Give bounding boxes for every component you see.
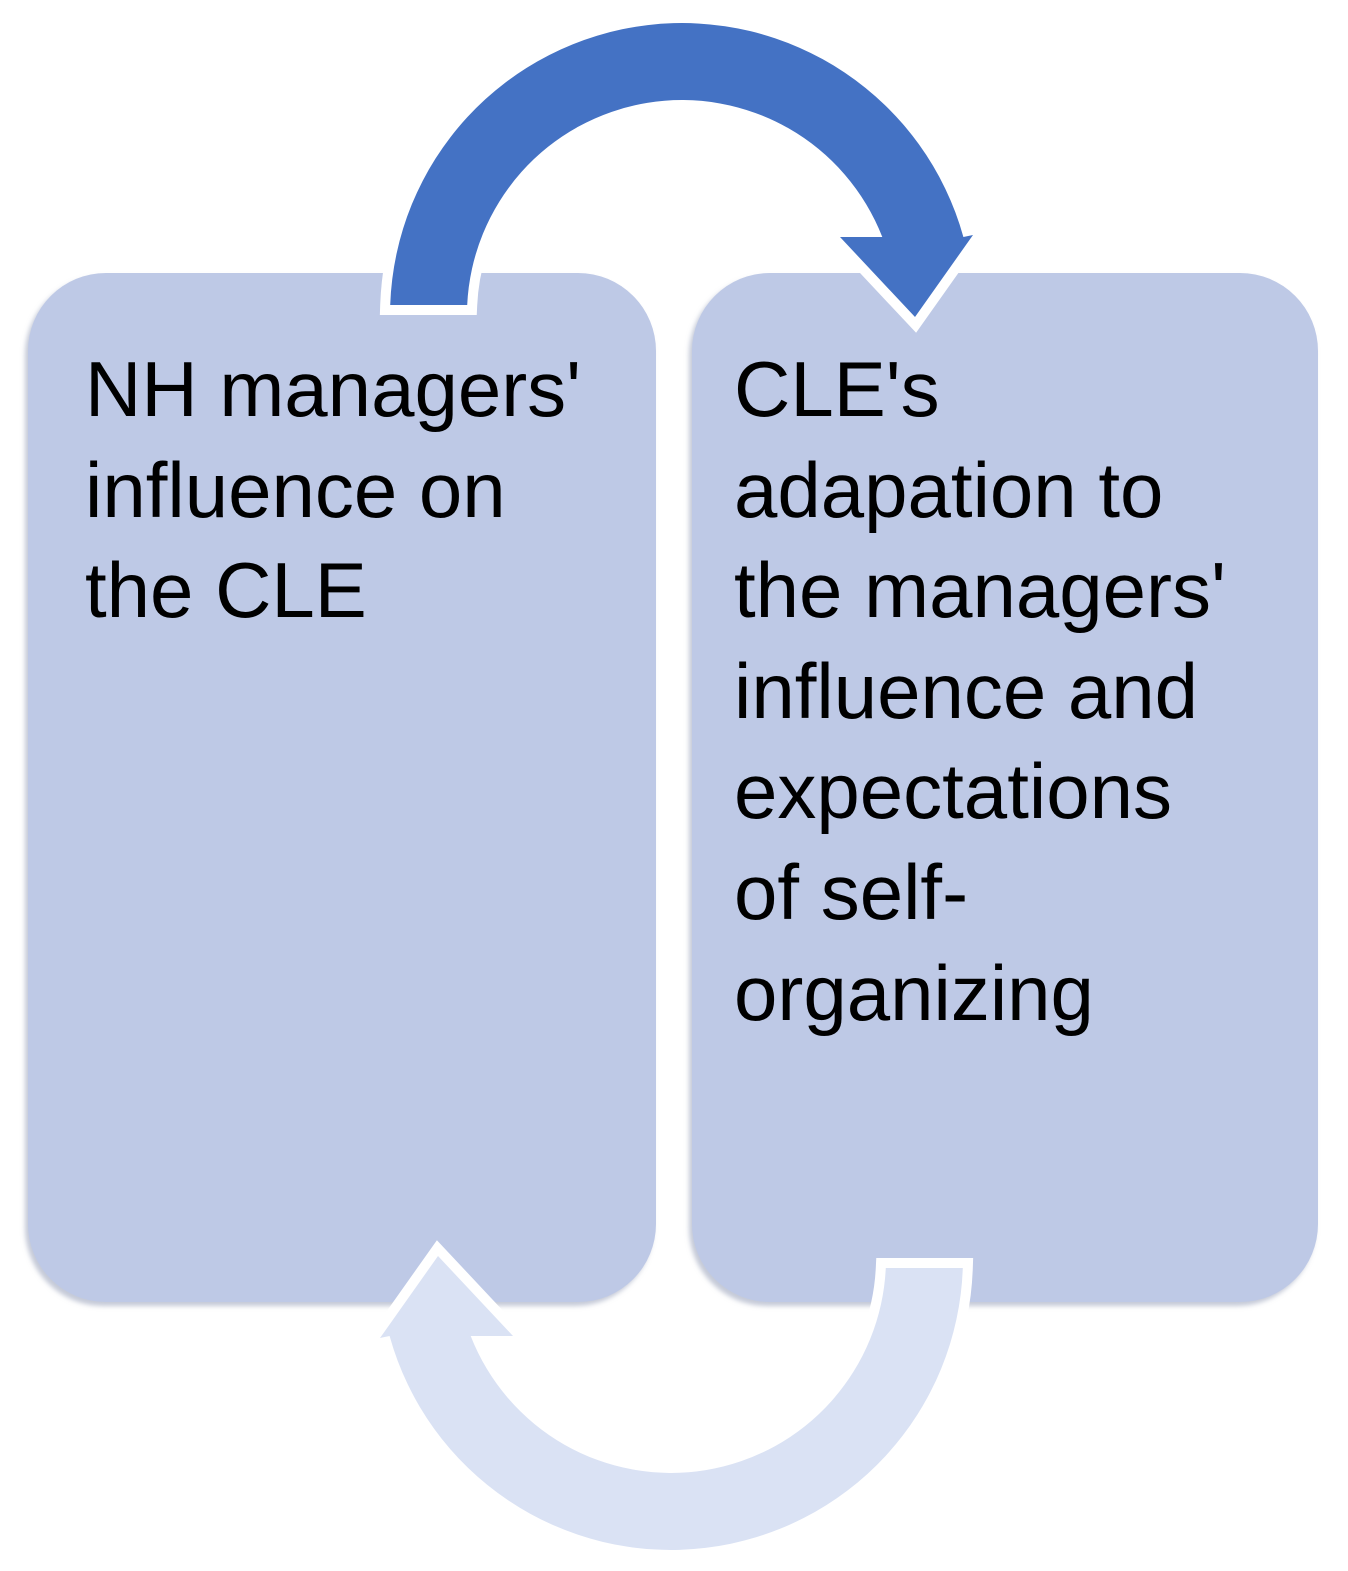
left-box-label: NH managers' influence on the CLE bbox=[85, 345, 582, 635]
right-box-label: CLE's adapation to the managers' influen… bbox=[734, 345, 1226, 1037]
right-box: CLE's adapation to the managers' influen… bbox=[692, 273, 1318, 1302]
left-box: NH managers' influence on the CLE bbox=[28, 273, 656, 1302]
